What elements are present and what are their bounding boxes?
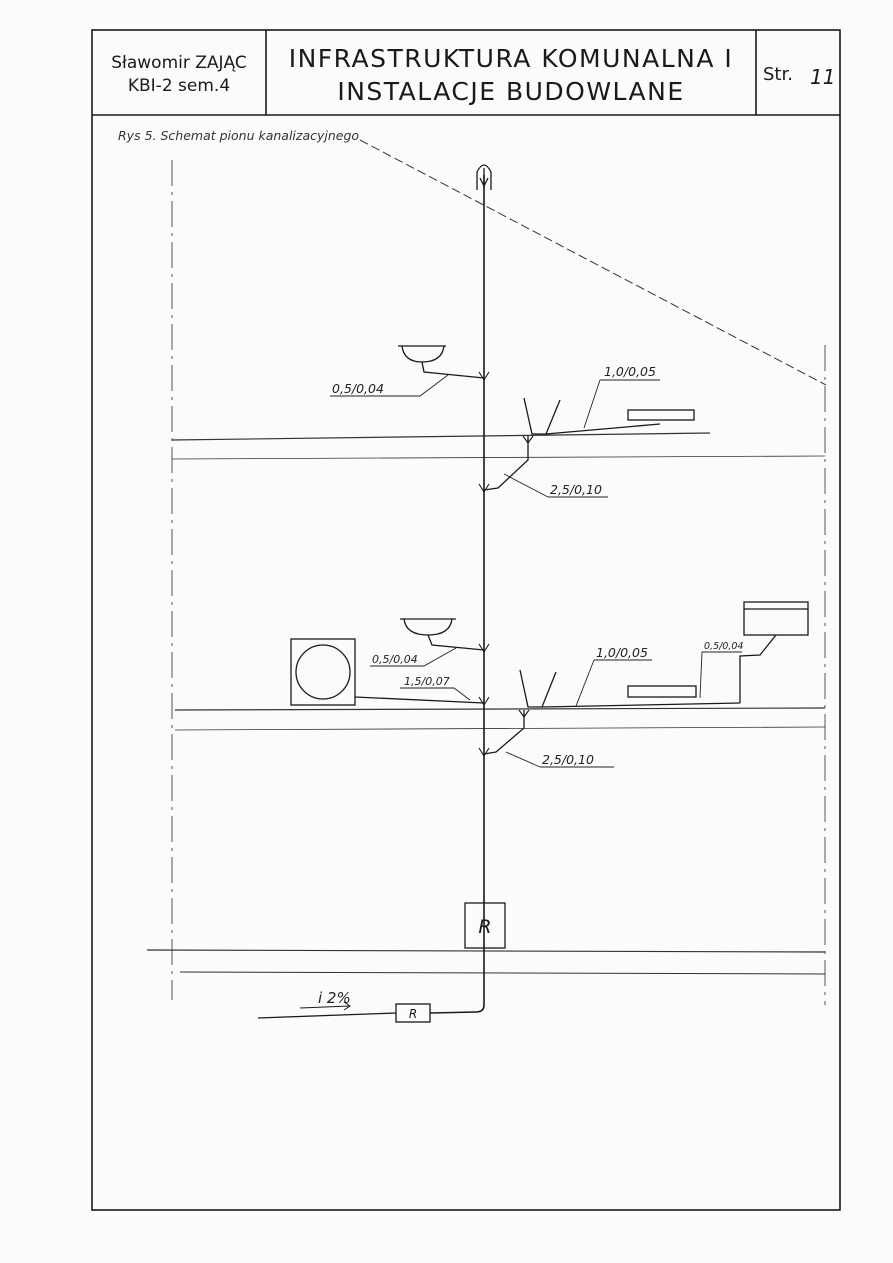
upper-branch-leader <box>583 379 660 429</box>
sheet-border <box>91 29 841 1211</box>
upper-branch-pipe <box>545 423 661 435</box>
lower-leaders <box>370 647 742 768</box>
lower-sink-leader <box>699 651 742 699</box>
slope-arrow <box>299 1001 351 1011</box>
label-cleanout-upper: R <box>478 916 491 938</box>
label-upper-washbasin: 0,5/0,04 <box>332 381 384 396</box>
author-name: Sławomir ZAJĄC <box>111 53 247 73</box>
foundation-line <box>179 971 826 975</box>
junction-mark <box>522 435 534 444</box>
junction-mark <box>518 709 530 718</box>
main-stack <box>429 164 492 1014</box>
shower-drain-icon <box>295 644 351 700</box>
label-lower-washbasin: 0,5/0,04 <box>372 653 418 666</box>
stack-junction-marks <box>478 371 534 758</box>
cleanout-upper-box <box>464 902 506 949</box>
wall-lines <box>171 160 826 1005</box>
title-line-1: INFRASTRUKTURA KOMUNALNA I <box>289 44 734 73</box>
lower-urinal-icon <box>519 669 557 708</box>
upper-floor-fixtures <box>398 345 695 491</box>
lower-sink-icon <box>743 601 809 636</box>
upper-riser-leader <box>503 473 608 498</box>
lower-shower-leader <box>400 687 471 701</box>
label-lower-riser: 2,5/0,10 <box>542 752 594 767</box>
author-group: KBI-2 sem.4 <box>128 76 230 96</box>
page-label: Str. <box>763 64 793 85</box>
lower-riser-leader <box>505 751 614 768</box>
lower-washbasin-leader <box>370 647 457 667</box>
label-lower-branch: 1,0/0,05 <box>596 645 648 660</box>
lower-floor-line <box>174 707 826 711</box>
lower-sink-drain <box>739 634 777 703</box>
upper-floor-line <box>171 432 711 441</box>
junction-mark <box>478 747 490 758</box>
upper-sink-icon <box>627 409 695 421</box>
drawing-caption: Rys 5. Schemat pionu kanalizacyjnego <box>118 128 359 143</box>
shower-tray-icon <box>290 638 356 706</box>
lower-bath-icon <box>627 685 697 698</box>
title-block <box>91 29 841 1211</box>
upper-washbasin-leader <box>330 374 449 397</box>
ground-line <box>146 949 826 953</box>
upper-washbasin-drain <box>421 361 485 379</box>
lower-branch-to-stack <box>483 710 525 755</box>
junction-mark <box>478 483 490 494</box>
junction-mark <box>478 643 490 654</box>
label-cleanout-lower: R <box>409 1007 417 1021</box>
shower-drain-pipe <box>354 696 485 704</box>
label-upper-branch: 1,0/0,05 <box>604 364 656 379</box>
label-upper-riser: 2,5/0,10 <box>550 482 602 497</box>
lower-washbasin-icon <box>400 618 456 636</box>
lower-branch-pipe <box>541 702 741 708</box>
upper-ceiling-line <box>171 455 826 460</box>
upper-leaders <box>330 374 660 498</box>
page-number: 11 <box>810 65 835 89</box>
roof-line <box>359 139 827 386</box>
upper-branch-to-stack <box>483 436 529 491</box>
label-lower-sink: 0,5/0,04 <box>704 641 743 652</box>
stack-to-sewer-bend <box>429 1004 485 1014</box>
vent-cap-icon <box>476 164 492 190</box>
cleanouts <box>257 902 506 1023</box>
floor-slabs <box>146 432 826 975</box>
lower-branch-leader <box>575 659 652 707</box>
junction-mark <box>478 371 490 382</box>
lower-washbasin-drain <box>427 634 485 651</box>
label-slope: i 2% <box>318 989 351 1007</box>
label-lower-shower: 1,5/0,07 <box>404 675 450 688</box>
title-line-2: INSTALACJE BUDOWLANE <box>337 77 684 106</box>
lower-floor-fixtures <box>290 601 809 755</box>
lower-ceiling-line <box>174 726 826 731</box>
sewer-connection-pipe <box>257 1012 397 1019</box>
junction-mark <box>478 696 490 707</box>
upper-washbasin-icon <box>398 345 446 363</box>
upper-urinal-icon <box>523 397 561 435</box>
